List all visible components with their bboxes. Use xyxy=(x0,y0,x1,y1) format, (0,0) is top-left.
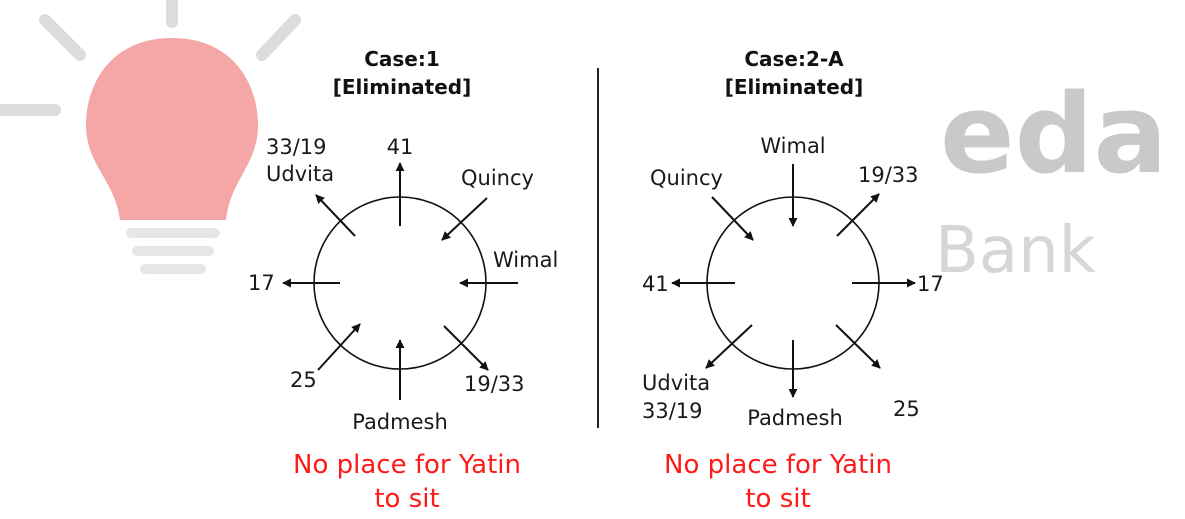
case-1-status: [Eliminated] xyxy=(333,75,472,99)
case-2a-label-top: Wimal xyxy=(760,134,825,158)
lightbulb-watermark-icon xyxy=(0,0,301,274)
case-1-note-line-2: to sit xyxy=(374,484,439,514)
case-2a-arrow-top-left xyxy=(711,196,754,241)
case-1-arrow-bottom-left xyxy=(317,323,361,371)
case-1: Case:1 [Eliminated] 33/19 Udvita 41 Quin… xyxy=(248,47,558,514)
case-2a-label-right: 17 xyxy=(917,272,944,296)
case-1-arrow-bottom-right xyxy=(443,325,489,371)
case-2a-label-left: 41 xyxy=(642,272,669,296)
case-1-title: Case:1 xyxy=(364,47,440,71)
case-1-arrow-top-left xyxy=(315,194,356,237)
case-2a-title: Case:2-A xyxy=(744,47,844,71)
case-2a-label-bottom-right: 25 xyxy=(893,397,920,421)
case-1-label-bottom-right: 19/33 xyxy=(464,372,525,396)
case-2a-note-line-1: No place for Yatin xyxy=(664,450,892,480)
case-1-label-right: Wimal xyxy=(493,248,558,272)
brand-sub-watermark: Bank xyxy=(935,214,1096,288)
case-2a-arrow-bottom-right xyxy=(835,324,881,369)
case-1-note-line-1: No place for Yatin xyxy=(293,450,521,480)
case-1-label-top-left-number: 33/19 xyxy=(266,135,327,159)
case-1-arrow-top-right xyxy=(441,197,488,241)
case-2a-label-bottom: Padmesh xyxy=(747,406,843,430)
case-2a-label-bottom-left-number: 33/19 xyxy=(642,399,703,423)
case-2a: Case:2-A [Eliminated] Wimal Quincy 19/33… xyxy=(642,47,944,514)
case-2a-status: [Eliminated] xyxy=(725,75,864,99)
case-2a-label-bottom-left-name: Udvita xyxy=(642,371,710,395)
case-1-label-left: 17 xyxy=(248,271,275,295)
case-2a-arrow-bottom-left xyxy=(705,324,753,369)
case-1-label-bottom: Padmesh xyxy=(352,410,448,434)
case-2a-label-top-left: Quincy xyxy=(650,166,723,190)
case-1-label-top-right: Quincy xyxy=(461,166,534,190)
case-2a-note-line-2: to sit xyxy=(745,484,810,514)
case-1-label-top-left-name: Udvita xyxy=(266,162,334,186)
brand-watermark: eda xyxy=(940,70,1168,198)
case-2a-label-top-right: 19/33 xyxy=(858,163,919,187)
case-1-label-bottom-left: 25 xyxy=(290,368,317,392)
case-1-label-top: 41 xyxy=(387,135,414,159)
case-2a-arrow-top-right xyxy=(836,193,880,237)
